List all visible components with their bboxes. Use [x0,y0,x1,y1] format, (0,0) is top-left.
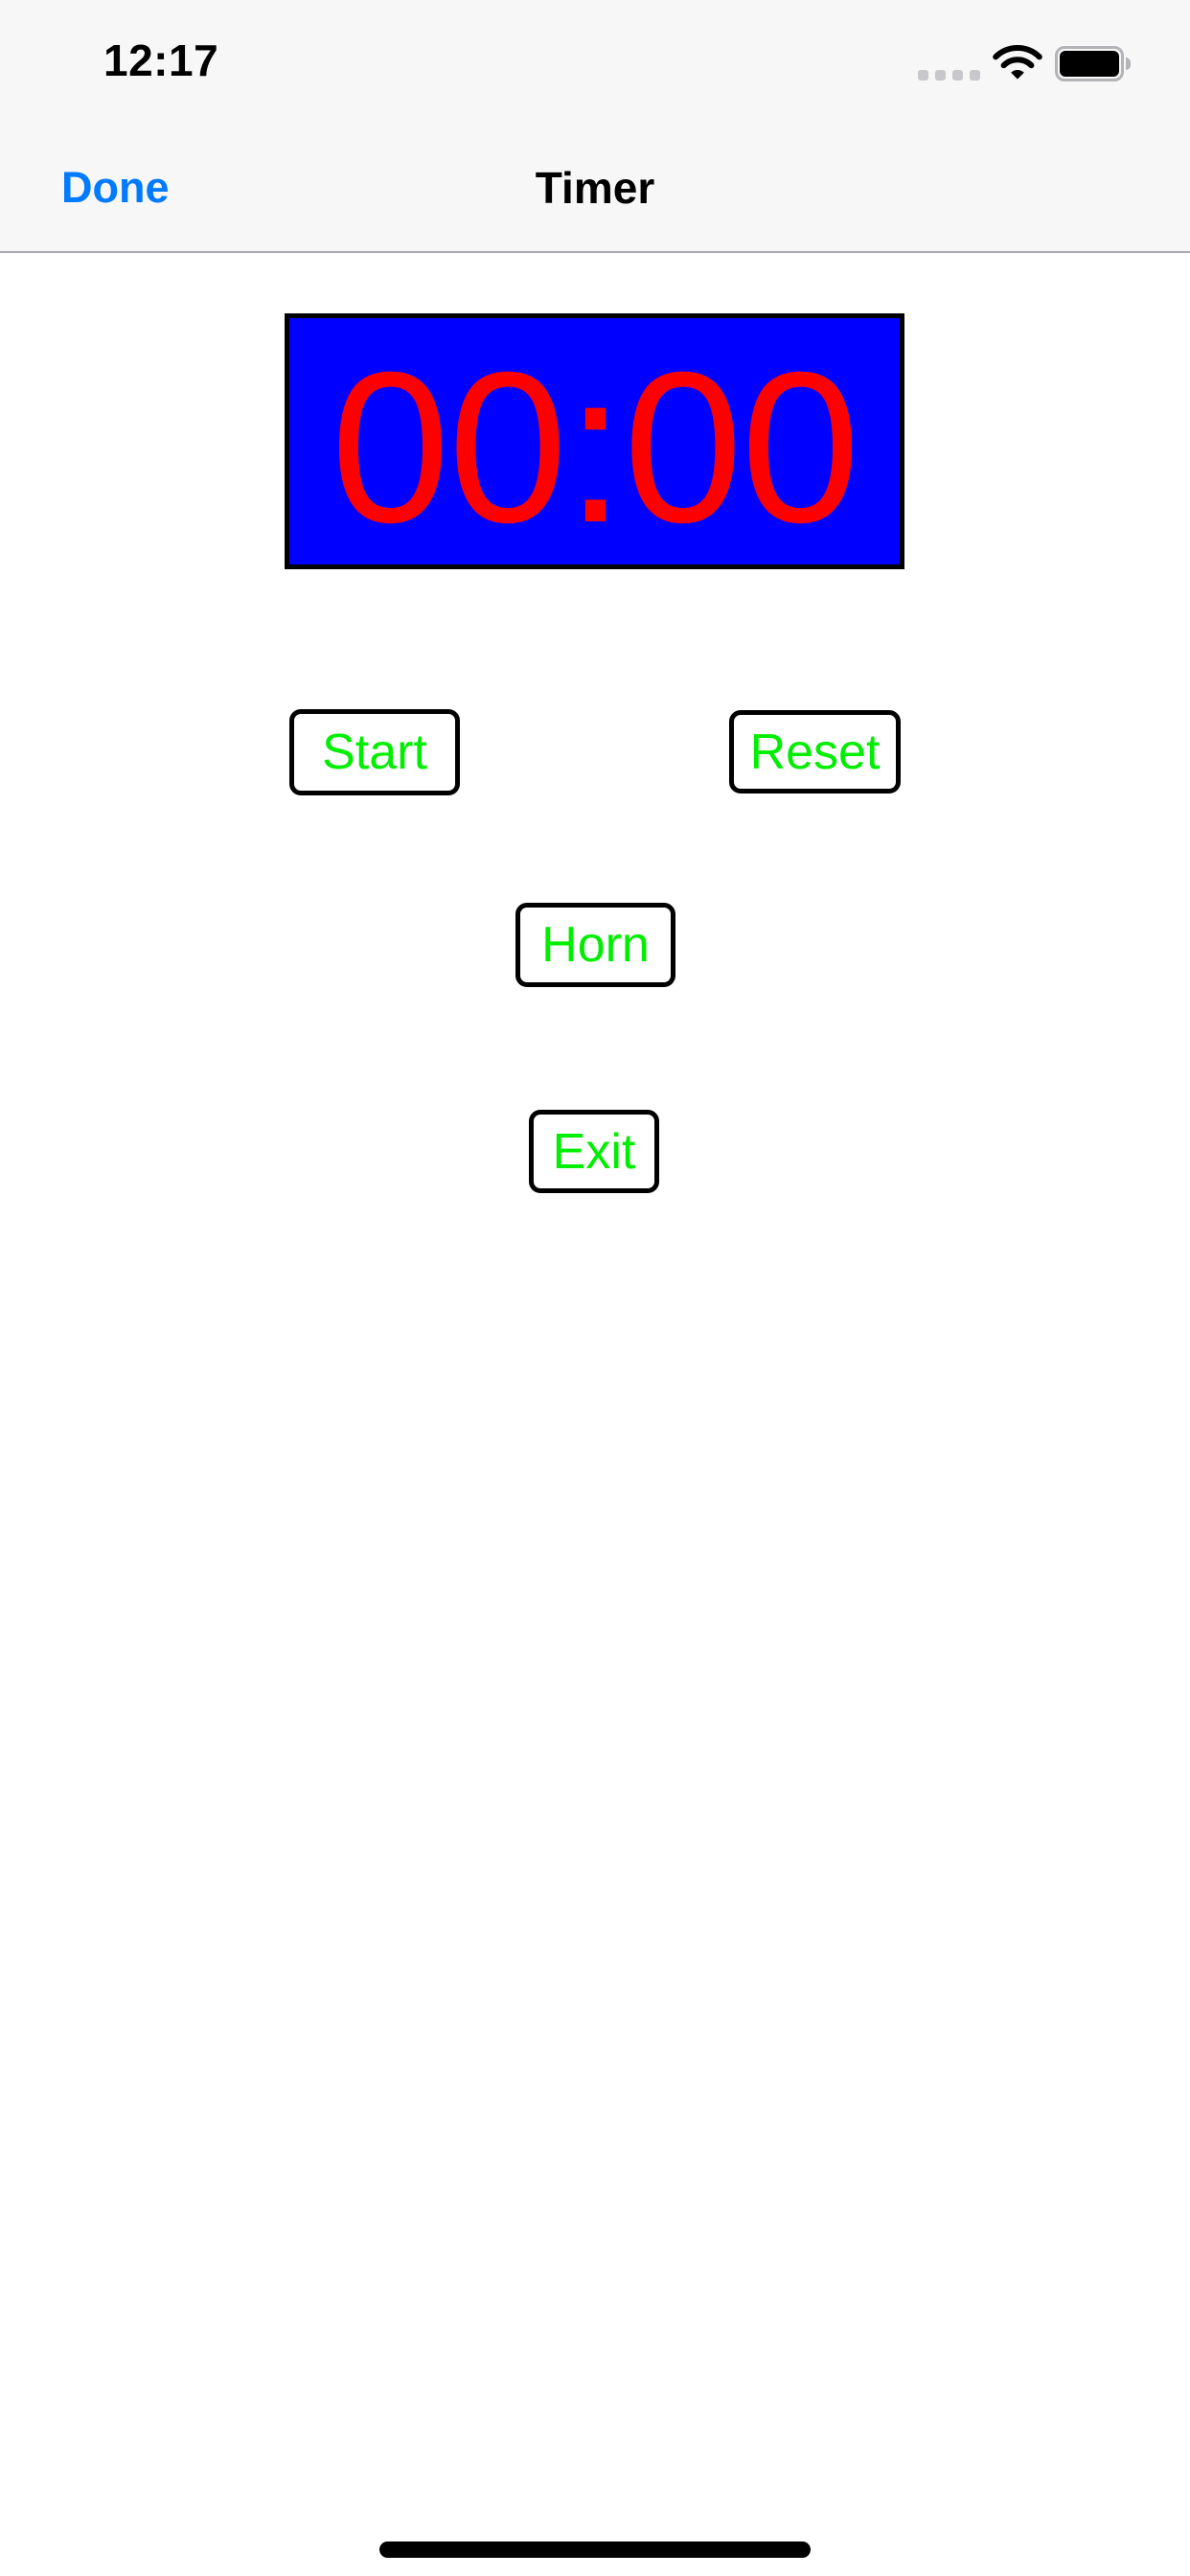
cellular-dot [935,70,946,80]
start-button-label: Start [322,724,427,780]
reset-button[interactable]: Reset [729,710,901,794]
header-bar: 12:17 Done Timer [0,0,1190,253]
page-title: Timer [535,163,655,213]
reset-button-label: Reset [749,724,881,780]
home-indicator[interactable] [379,2542,811,2558]
cellular-dot [918,70,928,80]
wifi-icon [993,45,1042,80]
status-bar-icons [918,45,1131,81]
timer-display: 00:00 [285,313,904,569]
battery-nub [1126,58,1131,70]
start-button[interactable]: Start [289,709,460,795]
done-button[interactable]: Done [61,163,170,212]
cellular-dot [952,70,963,80]
cellular-signal-dots-icon [918,70,980,80]
timer-value: 00:00 [331,327,860,567]
status-bar-time: 12:17 [103,35,219,85]
cellular-dot [970,70,980,80]
battery-body [1055,46,1124,81]
battery-full-icon [1055,46,1131,81]
horn-button-label: Horn [541,917,650,973]
exit-button[interactable]: Exit [529,1110,659,1193]
battery-fill [1060,51,1119,77]
horn-button[interactable]: Horn [515,903,675,987]
exit-button-label: Exit [552,1123,636,1180]
